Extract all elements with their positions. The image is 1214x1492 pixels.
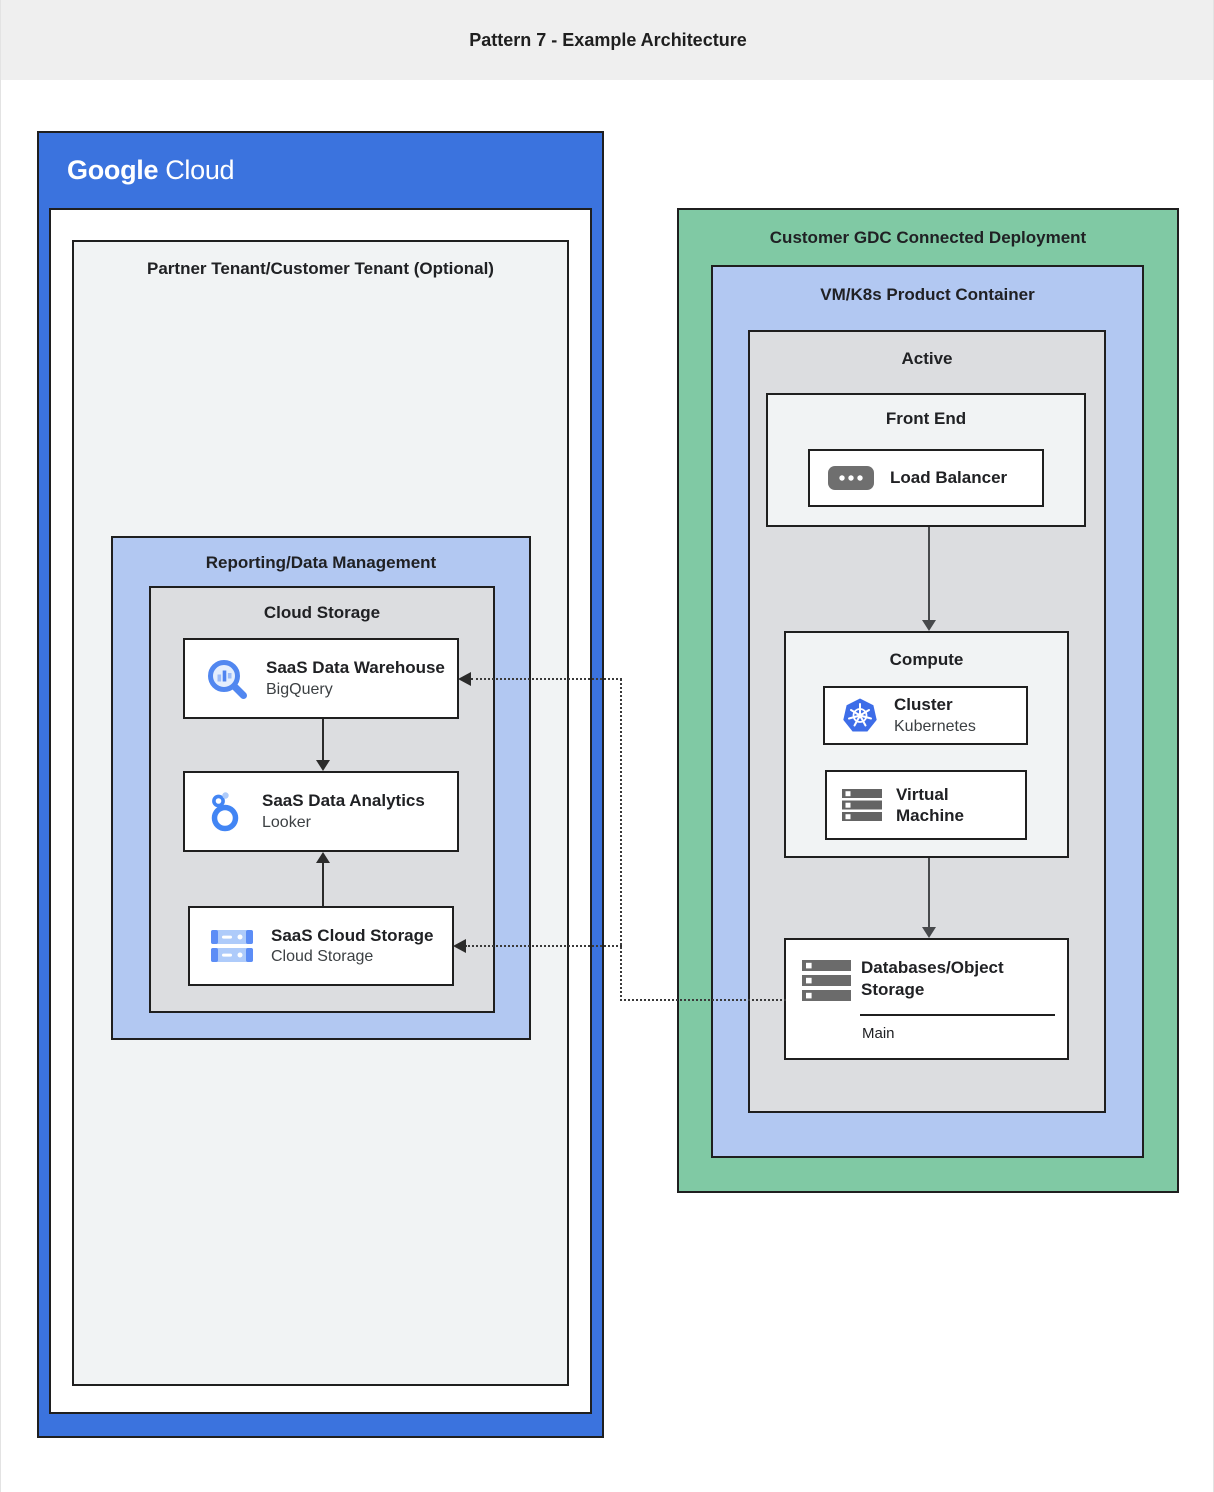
gdc-deployment-title: Customer GDC Connected Deployment — [769, 228, 1087, 247]
vm-k8s-product-container: VM/K8s Product Container Active Front En… — [711, 265, 1144, 1158]
vm-k8s-title: VM/K8s Product Container — [820, 285, 1035, 304]
saas-cloud-storage-card: SaaS Cloud Storage Cloud Storage — [188, 906, 454, 986]
card-title: Virtual Machine — [896, 784, 965, 825]
cloud-storage-group-title: Cloud Storage — [263, 603, 381, 622]
looker-icon — [211, 791, 239, 831]
saas-data-analytics-card: SaaS Data Analytics Looker — [183, 771, 459, 852]
dotted-link-from-databases — [620, 999, 786, 1001]
diagram-header: Pattern 7 - Example Architecture — [1, 0, 1213, 80]
google-cloud-logo-cloud: Cloud — [165, 155, 235, 185]
diagram-title: Pattern 7 - Example Architecture — [469, 30, 747, 50]
active-container: Active Front End Load Balancer — [748, 330, 1106, 1113]
databases-section-label: Main — [862, 1025, 895, 1042]
cluster-card: Cluster Kubernetes — [823, 686, 1028, 745]
load-balancer-icon — [828, 466, 874, 490]
compute-title: Compute — [889, 650, 964, 669]
card-text: Cluster Kubernetes — [894, 694, 976, 736]
virtual-machine-card: Virtual Machine — [825, 770, 1027, 840]
cloud-storage-icon — [211, 930, 253, 962]
card-title: SaaS Data Analytics — [262, 791, 425, 811]
compute-container: Compute — [784, 631, 1069, 858]
databases-divider — [860, 1014, 1055, 1016]
dotted-link-to-cloud-storage — [465, 945, 622, 947]
bigquery-icon — [208, 659, 247, 699]
card-title: SaaS Cloud Storage — [271, 925, 434, 945]
reporting-title: Reporting/Data Management — [205, 553, 437, 572]
card-subtitle: Cloud Storage — [271, 948, 374, 966]
front-end-title: Front End — [885, 409, 967, 428]
active-title: Active — [901, 349, 953, 368]
card-title: Databases/Object Storage — [861, 958, 1004, 1000]
card-text: SaaS Cloud Storage Cloud Storage — [271, 925, 433, 967]
card-title: SaaS Data Warehouse — [266, 658, 445, 678]
card-subtitle: Looker — [262, 813, 311, 831]
arrow-warehouse-to-analytics — [316, 719, 330, 771]
card-text: SaaS Data Analytics Looker — [262, 790, 425, 832]
gdc-deployment-container: Customer GDC Connected Deployment VM/K8s… — [677, 208, 1179, 1193]
load-balancer-card: Load Balancer — [808, 449, 1044, 507]
card-subtitle: Kubernetes — [894, 717, 976, 735]
saas-data-warehouse-card: SaaS Data Warehouse BigQuery — [183, 638, 459, 719]
card-subtitle: BigQuery — [266, 680, 333, 698]
google-cloud-inner-panel: Partner Tenant/Customer Tenant (Optional… — [49, 208, 592, 1414]
partner-tenant-title: Partner Tenant/Customer Tenant (Optional… — [147, 259, 494, 278]
databases-object-storage-card: Databases/Object Storage Main — [784, 938, 1069, 1060]
google-cloud-logo-google: Google — [67, 155, 159, 185]
dotted-arrowhead-warehouse — [458, 672, 471, 686]
dotted-link-to-warehouse — [471, 678, 622, 680]
cloud-storage-group: Cloud Storage SaaS Data War — [149, 586, 495, 1013]
dotted-link-vertical — [620, 679, 622, 1001]
reporting-data-management-container: Reporting/Data Management Cloud Storage — [111, 536, 531, 1040]
card-title: Cluster — [894, 695, 953, 715]
kubernetes-icon — [843, 698, 877, 731]
storage-servers-icon — [802, 960, 851, 1001]
card-title: Load Balancer — [890, 468, 1008, 488]
arrow-storage-to-analytics — [316, 852, 330, 906]
virtual-machine-icon — [842, 789, 882, 821]
card-text: SaaS Data Warehouse BigQuery — [266, 657, 445, 699]
arrow-compute-to-databases — [922, 858, 936, 938]
partner-tenant-container: Partner Tenant/Customer Tenant (Optional… — [72, 240, 569, 1386]
front-end-container: Front End Load Balancer — [766, 393, 1086, 527]
dotted-arrowhead-cloud-storage — [453, 939, 466, 953]
arrow-frontend-to-compute — [922, 527, 936, 631]
